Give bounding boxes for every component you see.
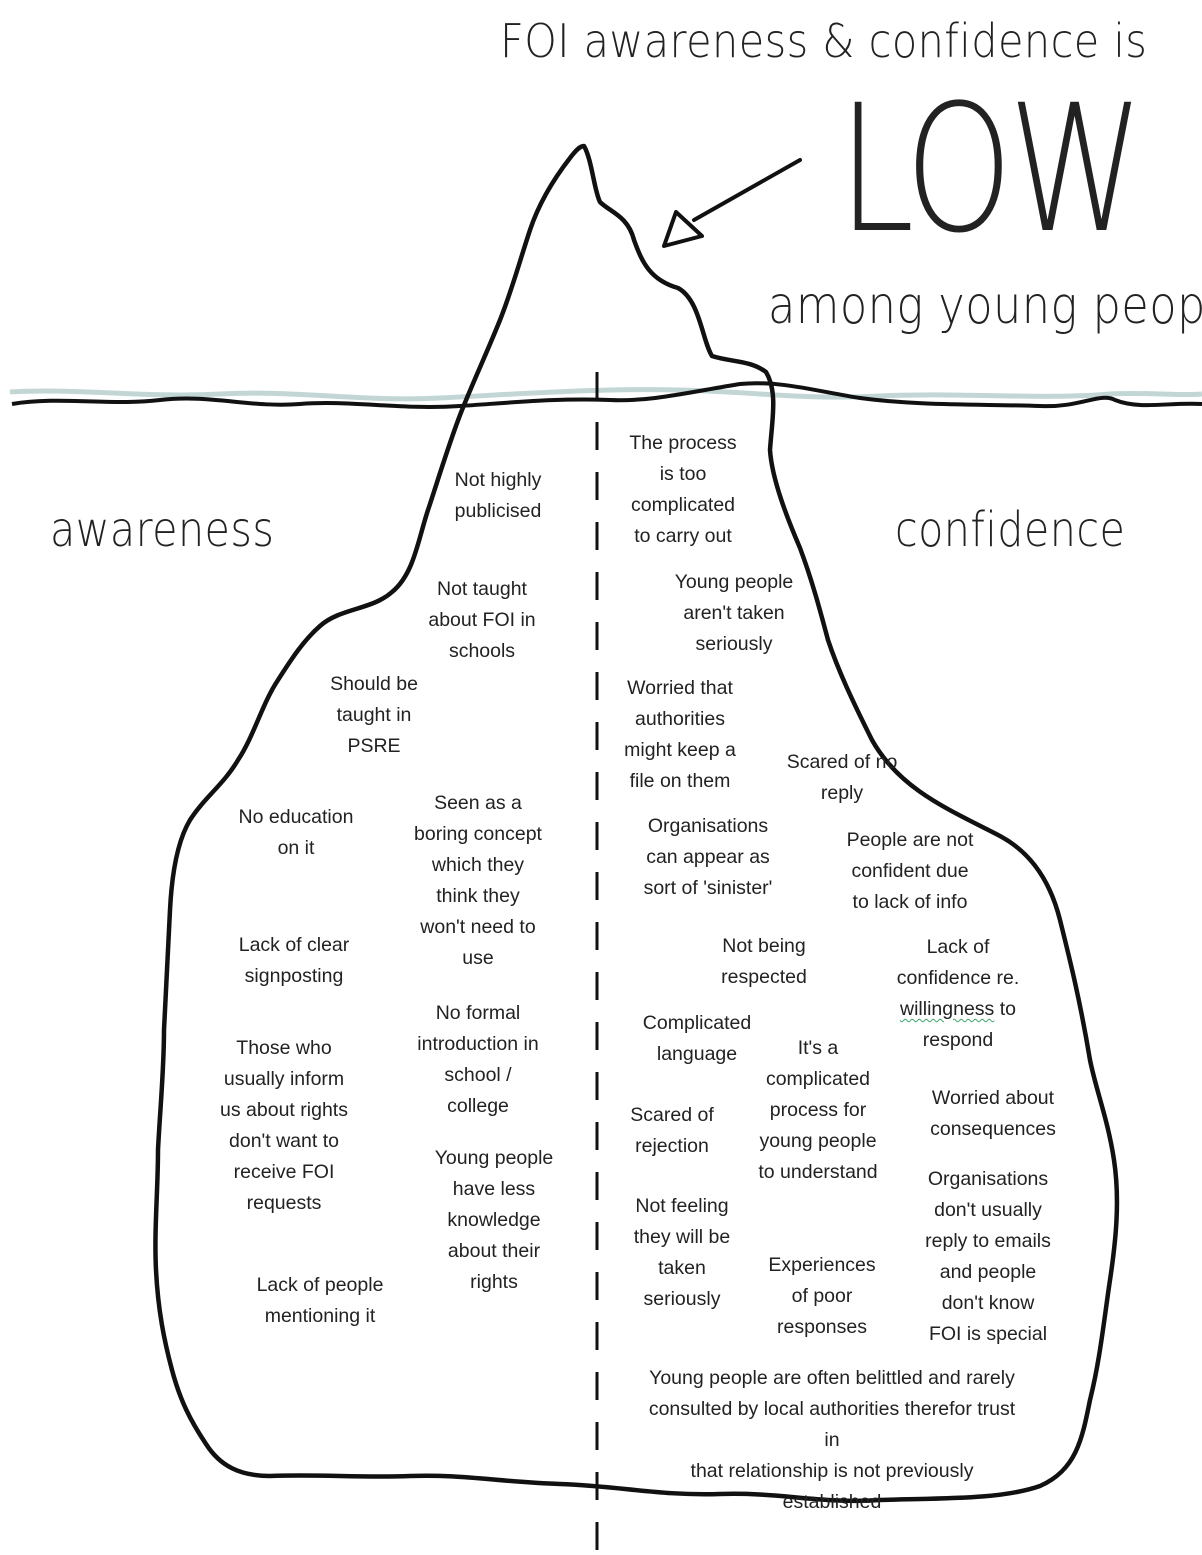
confidence-note: Worried that authorities might keep a fi… <box>624 677 736 792</box>
confidence-note: People are not confident due to lack of … <box>846 829 974 913</box>
confidence-note: Scared of no reply <box>786 751 898 804</box>
confidence-note: Scared of rejection <box>630 1104 714 1157</box>
confidence-note: Worried about consequences <box>930 1087 1056 1140</box>
confidence-note: Organisations don't usually reply to ema… <box>925 1168 1051 1345</box>
awareness-note: No formal introduction in school / colle… <box>417 1002 539 1117</box>
awareness-note: No education on it <box>238 806 354 859</box>
confidence-note: Organisations can appear as sort of 'sin… <box>643 815 773 899</box>
title-line-2: among young people <box>768 276 1202 336</box>
confidence-note: Not being respected <box>721 935 807 988</box>
confidence-note-wide: Young people are often belittled and rar… <box>648 1367 1016 1513</box>
confidence-note: Complicated language <box>642 1012 752 1065</box>
awareness-note: Not taught about FOI in schools <box>428 578 536 662</box>
confidence-note: Lack of confidence re. willingness to res… <box>897 932 1020 1056</box>
confidence-note-text: Lack of confidence re. <box>896 936 1020 989</box>
awareness-note: Lack of people mentioning it <box>256 1274 384 1327</box>
title-emphasis-low: LOW <box>838 67 1144 272</box>
awareness-note: Young people have less knowledge about t… <box>434 1147 554 1293</box>
waterline-shadow <box>9 387 1202 402</box>
awareness-note: Seen as a boring concept which they thin… <box>414 792 542 969</box>
awareness-note: Should be taught in PSRE <box>330 673 418 757</box>
confidence-note: It's a complicated process for young peo… <box>758 1037 878 1183</box>
confidence-note: Experiences of poor responses <box>768 1254 876 1338</box>
waterline <box>11 381 1202 409</box>
awareness-note: Lack of clear signposting <box>238 934 350 987</box>
spellcheck-word: willingness <box>900 998 995 1020</box>
iceberg-outline <box>153 143 1120 1504</box>
awareness-note: Not highly publicised <box>454 469 542 522</box>
confidence-note: Young people aren't taken seriously <box>674 571 794 655</box>
confidence-label: confidence <box>895 502 1126 558</box>
confidence-note-text: to respond <box>922 998 1016 1051</box>
title-line-1: FOI awareness & confidence is <box>500 14 1148 68</box>
arrow-icon <box>662 158 802 248</box>
awareness-note: Those who usually inform us about rights… <box>220 1037 348 1214</box>
confidence-note: The process is too complicated to carry … <box>629 432 737 547</box>
awareness-label: awareness <box>50 502 275 558</box>
confidence-note: Not feeling they will be taken seriously <box>633 1195 731 1310</box>
